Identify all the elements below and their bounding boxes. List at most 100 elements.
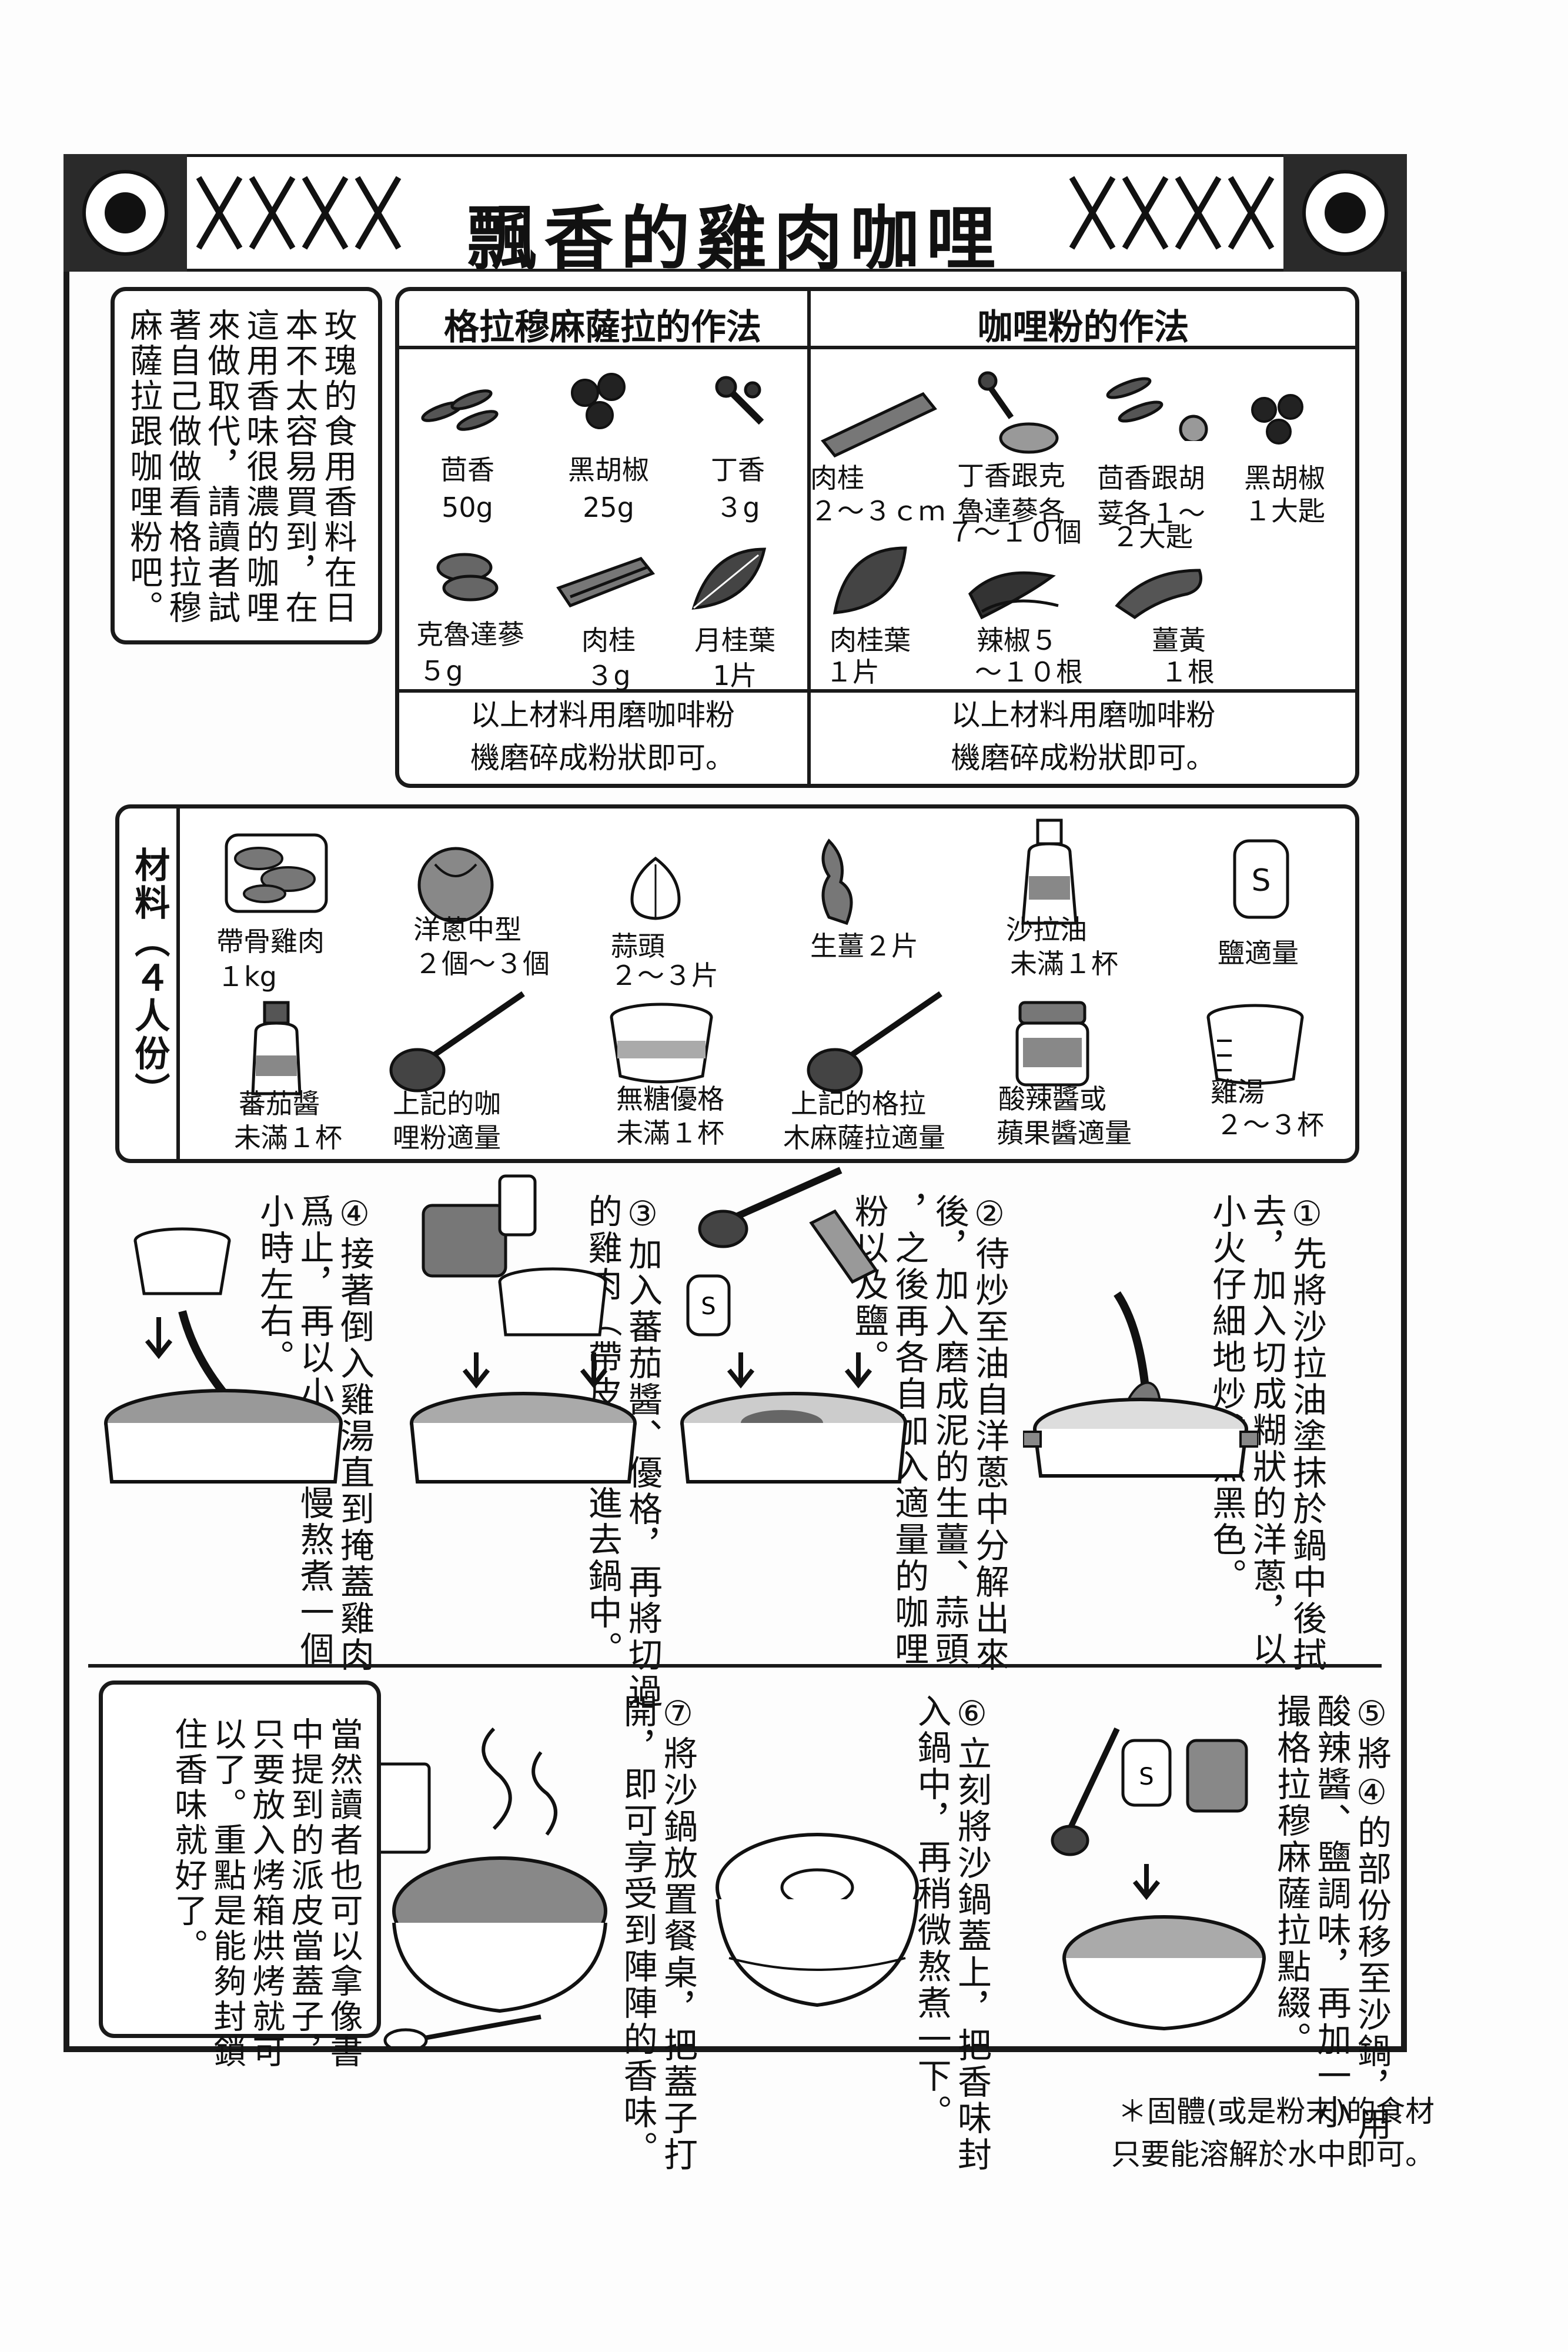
- curry-item-qty: １根: [1161, 656, 1215, 688]
- ingredient-name: 上記的格拉: [791, 1088, 926, 1120]
- garam-item-name: 茴香: [440, 454, 494, 486]
- ingredient-name: 鹽適量: [1218, 937, 1299, 969]
- garam-item-qty: 25g: [583, 492, 634, 523]
- ingredient-qty: 蘋果醬適量: [997, 1117, 1132, 1149]
- ingredient-qty: 木麻薩拉適量: [783, 1122, 945, 1154]
- spice-note-rule: [397, 689, 1357, 693]
- step-2-text: ②待炒至油自洋蔥中分解出來 後，加入磨成泥的生薑、蒜頭 ，之後再各自加入適量的咖…: [848, 1194, 1009, 1673]
- step-4-pot-illustration: [104, 1227, 343, 1484]
- step-6-number: ⑥: [952, 1693, 992, 1736]
- step-2-number: ②: [969, 1194, 1009, 1236]
- garam-item-name: 丁香: [711, 454, 765, 486]
- bay-leaf-icon: [691, 547, 767, 610]
- curry-item-qty: １大匙: [1244, 495, 1325, 527]
- step-2-pot-illustration: S: [680, 1167, 907, 1484]
- ornament-border: [63, 154, 1407, 272]
- onion-icon: [417, 847, 494, 923]
- turmeric-icon: [1115, 569, 1202, 620]
- step-4-number: ④: [335, 1194, 375, 1236]
- intro-text: 玫瑰的食用香料在日 本不太容易買到，在 這用香味很濃的咖哩 來做取代，請讀者試 …: [124, 308, 357, 626]
- step-7-text: ⑦將沙鍋放置餐桌，把蓋子打 開，即可享受到陣陣的香味。: [617, 1693, 698, 2173]
- chicken-stock-cup-icon: [1206, 1004, 1304, 1085]
- step-6-body: 立刻將沙鍋蓋上，把香味封 入鍋中，再稍微熬煮一下。: [911, 1693, 992, 2173]
- step-5-body: 將④的部份移至沙鍋，用 酸辣醬、鹽調味，再加一小 撮格拉穆麻薩拉點綴。: [1271, 1693, 1392, 2143]
- step-7-number: ⑦: [658, 1693, 698, 1736]
- clove-icon: [715, 376, 764, 425]
- curry-item-qty: ２～３ｃｍ: [810, 495, 945, 527]
- step-6-text: ⑥立刻將沙鍋蓋上，把香味封 入鍋中，再稍微熬煮一下。: [911, 1693, 992, 2173]
- curry-item-qty: ～１０根: [975, 656, 1083, 688]
- curry-item-name: 辣椒５: [977, 624, 1058, 656]
- garam-note: 以上材料用磨咖啡粉 機磨碎成粉狀即可。: [470, 698, 735, 775]
- ketchup-bottle-icon: [251, 1001, 302, 1095]
- black-pepper-icon: [1251, 394, 1303, 445]
- salt-shaker-icon: S: [1233, 839, 1289, 919]
- garam-item-name: 黑胡椒: [568, 454, 649, 486]
- ingredient-name: 沙拉油: [1006, 914, 1087, 946]
- garam-item-name: 克魯達蔘: [416, 619, 524, 650]
- chili-icon: [968, 571, 1059, 620]
- steps-row-divider: [88, 1664, 1382, 1668]
- yogurt-tub-icon: [610, 1003, 713, 1084]
- footnote: ＊固體(或是粉末)的食材 只要能溶解於水中即可。: [1111, 2094, 1435, 2171]
- tip-box: [99, 1681, 381, 2038]
- ingredient-name: 帶骨雞肉: [216, 926, 325, 957]
- garam-item-name: 月桂葉: [694, 624, 775, 656]
- curry-item-name: 肉桂: [810, 462, 864, 494]
- ginger-icon: [821, 838, 853, 926]
- step-5-text: ⑤將④的部份移至沙鍋，用 酸辣醬、鹽調味，再加一小 撮格拉穆麻薩拉點綴。: [1271, 1693, 1392, 2143]
- svg-text:S: S: [1251, 863, 1271, 898]
- step-1-number: ①: [1287, 1194, 1327, 1236]
- ingredient-name: 無糖優格: [616, 1083, 724, 1115]
- curry-item-name: 肉桂葉: [830, 624, 911, 656]
- ingredient-name: 洋蔥中型: [413, 914, 521, 946]
- garam-heading: 格拉穆麻薩拉的作法: [444, 307, 761, 348]
- title-band: 飄香的雞肉咖哩: [63, 154, 1407, 279]
- spice-header-rule: [397, 346, 1357, 349]
- tip-text: 當然讀者也可以拿像書 中提到的派皮當蓋子， 只要放入烤箱烘烤就可 以了。重點是能…: [169, 1717, 363, 2070]
- ingredient-qty: 哩粉適量: [393, 1122, 501, 1154]
- garam-item-qty: 50g: [442, 492, 493, 523]
- ingredient-qty: 未滿１杯: [234, 1122, 342, 1154]
- step-6-covered-pot-illustration: [716, 1833, 919, 2007]
- ingredient-qty: ２～３杯: [1216, 1109, 1324, 1141]
- ingredient-name: 雞湯: [1211, 1076, 1265, 1108]
- ingredient-qty: 未滿１杯: [1010, 948, 1118, 980]
- cinnamon-leaf-icon: [833, 546, 907, 614]
- ingredient-name: 生薑２片: [810, 930, 918, 962]
- ingredient-name: 蕃茄醬: [239, 1088, 320, 1120]
- curry-item-name: 丁香跟克 魯達蔘各: [957, 460, 1065, 527]
- spice-divider: [807, 289, 811, 786]
- curry-item-name: 薑黃: [1152, 624, 1206, 656]
- garlic-icon: [630, 856, 681, 920]
- ingredient-qty: ２～３片: [610, 960, 718, 991]
- step-3-pot-illustration: [410, 1174, 637, 1484]
- step-2-body: 待炒至油自洋蔥中分解出來 後，加入磨成泥的生薑、蒜頭 ，之後再各自加入適量的咖哩…: [848, 1194, 1009, 1673]
- ingredient-name: 蒜頭: [611, 930, 665, 962]
- black-pepper-icon: [571, 373, 626, 429]
- curry-item-qty: ７～１０個: [947, 516, 1082, 548]
- spice-recipes-box: [395, 287, 1359, 788]
- fennel-icon: [421, 389, 499, 431]
- curry-item-name: 黑胡椒: [1244, 462, 1325, 494]
- garam-item-qty: 1片: [713, 660, 757, 691]
- curry-item-name: 茴香跟胡 荽各１～: [1097, 462, 1205, 529]
- ingredients-divider: [176, 807, 180, 1161]
- garam-item-qty: ３g: [586, 660, 631, 691]
- svg-text:S: S: [1139, 1763, 1154, 1790]
- clove-cardamom-icon: [978, 371, 1059, 454]
- ingredient-qty: １kg: [217, 961, 277, 993]
- step-5-number: ⑤: [1352, 1693, 1392, 1736]
- step-1-pot-illustration: [1023, 1291, 1258, 1478]
- curry-heading: 咖哩粉的作法: [977, 307, 1189, 348]
- step-5-clay-pot-illustration: S: [1051, 1727, 1266, 2031]
- cardamom-icon: [436, 553, 499, 602]
- salad-oil-bottle-icon: [1021, 818, 1078, 925]
- garam-item-name: 肉桂: [581, 624, 636, 656]
- ingredient-qty: 未滿１杯: [616, 1117, 724, 1149]
- svg-text:S: S: [701, 1293, 716, 1320]
- chutney-jar-icon: [1015, 1001, 1089, 1087]
- ingredient-name: 上記的咖: [393, 1088, 501, 1120]
- curry-powder-spoon-icon: [389, 991, 525, 1093]
- garam-item-qty: ３g: [716, 492, 760, 523]
